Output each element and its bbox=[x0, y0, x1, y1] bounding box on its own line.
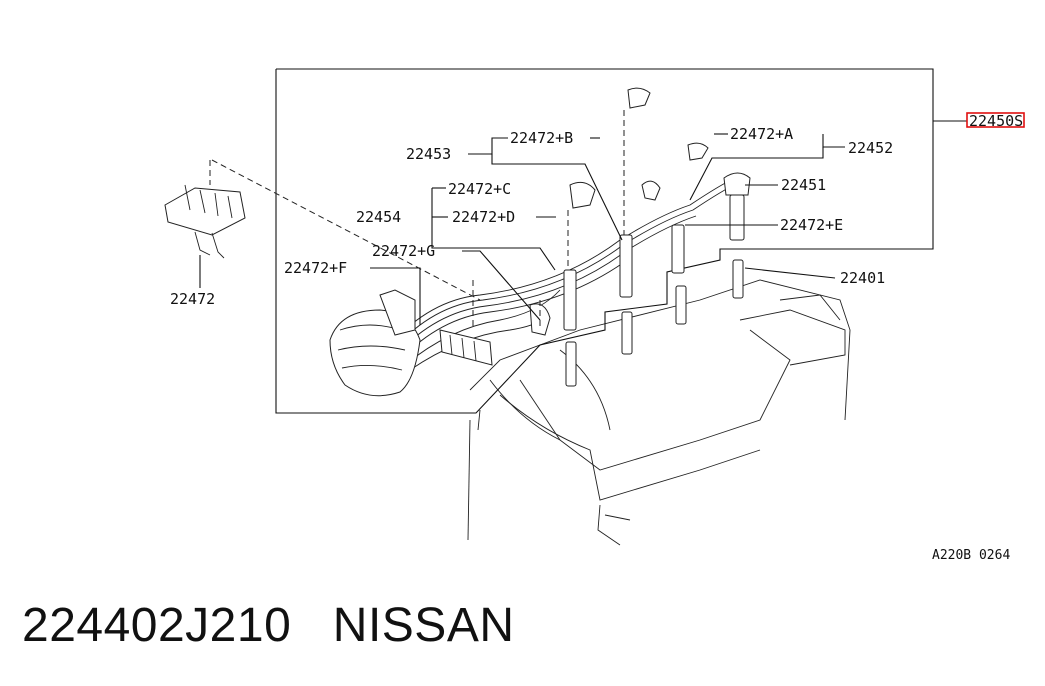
wire-clamps bbox=[439, 87, 709, 366]
callout-22450S[interactable]: 22450S bbox=[969, 112, 1023, 130]
assembly-frame bbox=[275, 68, 967, 414]
assembly-highlight-box bbox=[966, 112, 1025, 128]
callout-22472-a[interactable]: 22472+A bbox=[730, 125, 793, 143]
part-caption: 224402J210 NISSAN bbox=[22, 598, 515, 653]
coil-wire bbox=[723, 172, 751, 241]
engine-block bbox=[467, 279, 851, 546]
callout-22453[interactable]: 22453 bbox=[406, 145, 451, 163]
callout-22452[interactable]: 22452 bbox=[848, 139, 893, 157]
callout-22454[interactable]: 22454 bbox=[356, 208, 401, 226]
callout-22472-b[interactable]: 22472+B bbox=[510, 129, 573, 147]
callout-22451[interactable]: 22451 bbox=[781, 176, 826, 194]
callout-22472-f[interactable]: 22472+F bbox=[284, 259, 347, 277]
callout-22472-g[interactable]: 22472+G bbox=[372, 242, 435, 260]
spark-plugs bbox=[565, 259, 744, 387]
part-number: 224402J210 bbox=[22, 599, 292, 652]
callout-labels: 22450S 22453 22472+B 22472+A 22452 22451… bbox=[170, 112, 1025, 563]
callout-22401[interactable]: 22401 bbox=[840, 269, 885, 287]
diagram-code: A220B 0264 bbox=[932, 548, 1010, 563]
callout-22472-d[interactable]: 22472+D bbox=[452, 208, 515, 226]
distributor-cap bbox=[329, 289, 421, 397]
callout-22472[interactable]: 22472 bbox=[170, 290, 215, 308]
brand-name: NISSAN bbox=[332, 599, 515, 652]
dashed-leaders bbox=[209, 110, 625, 330]
callout-22472-e[interactable]: 22472+E bbox=[780, 216, 843, 234]
plug-boots bbox=[563, 224, 685, 331]
ignition-wires bbox=[389, 177, 739, 371]
callout-leaders bbox=[199, 133, 845, 325]
callout-22472-c[interactable]: 22472+C bbox=[448, 180, 511, 198]
bracket-22472 bbox=[164, 184, 246, 259]
